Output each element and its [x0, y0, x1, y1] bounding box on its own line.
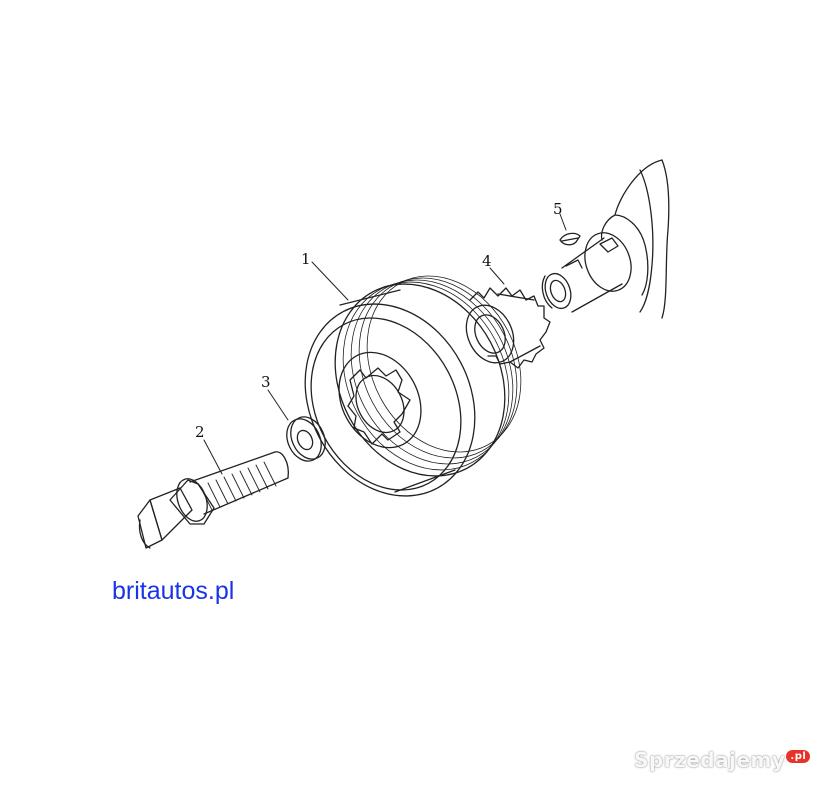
leader-line-2	[203, 439, 223, 475]
watermark-text: Sprzedajemy	[634, 748, 786, 772]
leader-line-5	[559, 213, 567, 231]
watermark-badge: .pl	[786, 750, 811, 763]
callout-5: 5	[553, 200, 563, 218]
leader-line-4	[489, 267, 505, 285]
callout-1: 1	[301, 250, 311, 268]
leader-line-1	[311, 261, 349, 301]
leader-line-3	[267, 389, 289, 421]
washer	[286, 416, 326, 462]
callout-3: 3	[261, 373, 271, 391]
callout-2: 2	[195, 423, 205, 441]
crankshaft-end	[541, 159, 670, 319]
callout-4: 4	[482, 252, 492, 270]
bolt	[137, 451, 289, 549]
woodruff-key	[559, 232, 581, 246]
britautos-link[interactable]: britautos.pl	[112, 577, 235, 605]
timing-sprocket	[465, 287, 551, 369]
sprzedajemy-watermark: Sprzedajemy.pl	[634, 748, 811, 772]
crankshaft-pulley	[304, 275, 522, 497]
